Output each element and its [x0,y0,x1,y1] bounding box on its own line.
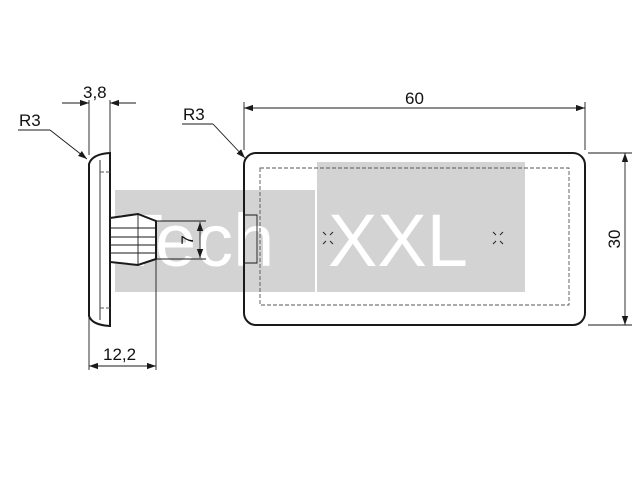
watermark: Tech XXL [115,162,525,292]
dim-label-height: 30 [605,230,624,249]
center-mark [322,231,334,245]
watermark-brand-right: XXL [328,199,468,282]
front-view-outline [243,152,586,326]
front-view-notch [244,214,258,264]
dim-label-plug-height: 7 [178,235,197,244]
dim-label-width: 60 [405,89,424,108]
side-view-plug [109,212,157,267]
dim-label-depth: 12,2 [103,345,136,364]
watermark-block [317,162,525,292]
leader-line-radius [212,123,246,159]
front-view-hidden-outline [259,167,570,306]
dim-label-thickness: 3,8 [83,83,107,102]
dim-label-radius-side: R3 [19,111,41,130]
side-view: 3,8 R3 7 12,2 [18,83,206,370]
center-mark [492,231,504,245]
side-view-cap-profile [88,151,111,328]
dim-label-radius-front: R3 [183,105,205,124]
front-view: 60 R3 30 [182,89,632,326]
leader-line-radius [49,129,88,160]
